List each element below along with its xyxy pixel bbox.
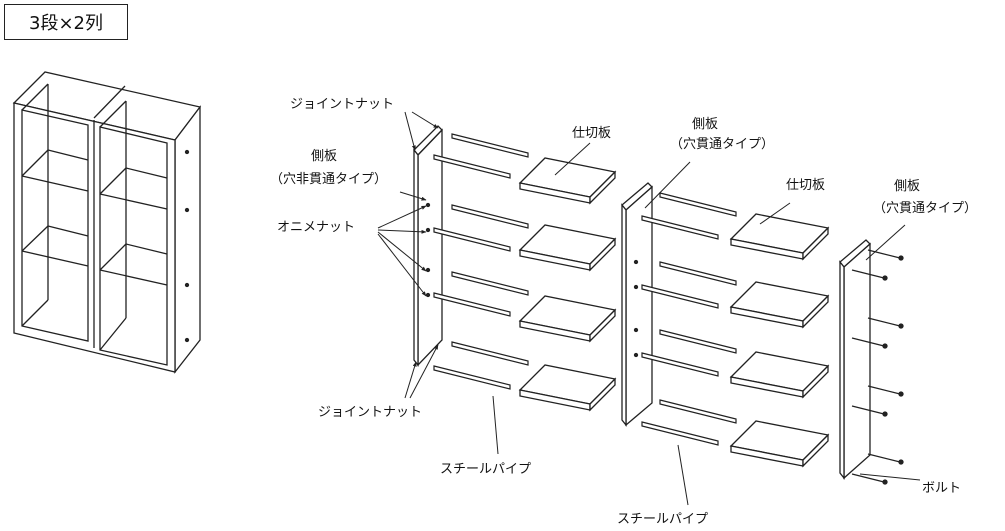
steel-pipes-middle xyxy=(641,192,737,446)
label-joint-nut-top: ジョイントナット xyxy=(290,97,394,112)
steel-pipes-left xyxy=(433,133,529,390)
leader-lines xyxy=(377,111,921,506)
assembled-shelf-illustration xyxy=(12,71,202,374)
label-side-panel-mid-2: （穴貫通タイプ） xyxy=(670,137,774,152)
partition-boards-right xyxy=(729,213,830,468)
label-side-panel-left-1: 側板 xyxy=(311,149,337,164)
title-badge: 3段×2列 xyxy=(4,4,128,40)
label-partition-2: 仕切板 xyxy=(786,178,825,193)
side-panel-non-through xyxy=(413,125,443,367)
label-side-panel-left-2: （穴非貫通タイプ） xyxy=(270,172,387,187)
label-side-panel-mid-1: 側板 xyxy=(692,117,718,132)
bolts xyxy=(851,249,904,485)
label-bolt: ボルト xyxy=(922,481,961,496)
label-steel-pipe-2: スチールパイプ xyxy=(617,512,708,527)
side-panel-through-middle xyxy=(621,182,653,427)
label-partition-1: 仕切板 xyxy=(572,126,611,141)
partition-boards-left xyxy=(518,157,617,412)
label-side-panel-right-1: 側板 xyxy=(894,179,920,194)
label-joint-nut-bottom: ジョイントナット xyxy=(318,405,422,420)
label-side-panel-right-2: （穴貫通タイプ） xyxy=(873,201,977,216)
side-panel-through-right xyxy=(839,239,871,480)
label-steel-pipe-1: スチールパイプ xyxy=(440,462,531,477)
label-oni-nut: オニメナット xyxy=(277,220,355,235)
